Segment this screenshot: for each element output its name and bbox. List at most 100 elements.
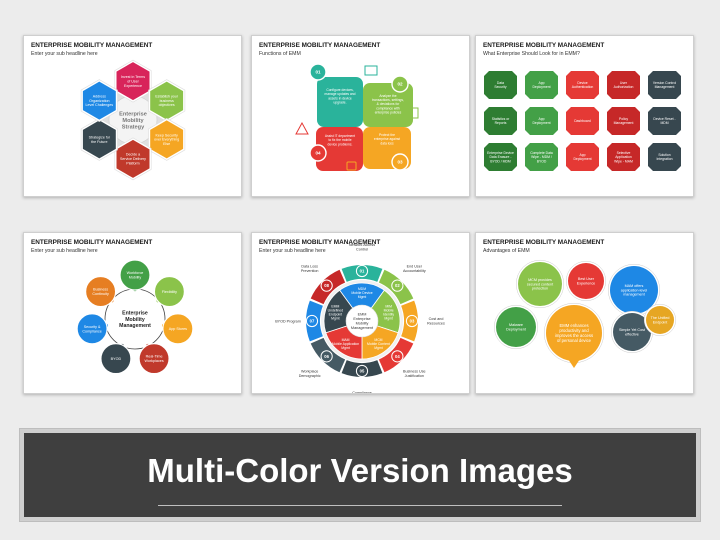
step-badge xyxy=(391,75,409,93)
feature-label: Device Reset -MDM xyxy=(653,117,675,125)
hexagon xyxy=(150,120,184,159)
topic-circle xyxy=(119,259,151,291)
topic-circle xyxy=(76,313,108,345)
function-block xyxy=(363,83,413,127)
slide-subtitle: Enter your sub headline here xyxy=(31,248,98,254)
slide-subtitle: Advantages of EMM xyxy=(483,248,530,254)
feature-tile xyxy=(484,107,517,135)
feature-tile xyxy=(566,143,599,171)
step-number: 08 xyxy=(324,283,329,288)
slide-subtitle: Functions of EMM xyxy=(259,51,301,57)
center-circle xyxy=(113,297,157,341)
banner-title: Multi-Color Version Images xyxy=(147,452,573,489)
step-number: 04 xyxy=(395,354,400,359)
bubble xyxy=(610,266,658,314)
thumbnail-emm-wheel[interactable]: ENTERPRISE MOBILITY MANAGEMENT Enter you… xyxy=(251,232,470,394)
feature-tile xyxy=(566,107,599,135)
hexagon xyxy=(116,139,150,178)
bubble-pointer xyxy=(568,359,580,368)
feature-tile xyxy=(607,71,640,99)
thumbnail-enterprise-mobility-management-circles[interactable]: ENTERPRISE MOBILITY MANAGEMENT Enter you… xyxy=(23,232,242,394)
slide-subtitle: What Enterprise Should Look for in EMM? xyxy=(483,51,580,57)
topic-circle xyxy=(84,275,117,308)
feature-label: Dashboard xyxy=(574,119,591,123)
thumbnail-enterprise-mobility-strategy[interactable]: ENTERPRISE MOBILITY MANAGEMENT Enter you… xyxy=(23,35,242,197)
step-badge xyxy=(309,63,327,81)
slide-title: ENTERPRISE MOBILITY MANAGEMENT xyxy=(483,239,605,246)
bubble xyxy=(496,307,536,347)
thumbnail-what-to-look-for[interactable]: ENTERPRISE MOBILITY MANAGEMENT What Ente… xyxy=(475,35,694,197)
step-badge xyxy=(309,144,327,162)
feature-tile xyxy=(607,143,640,171)
feature-tile xyxy=(607,107,640,135)
slide-title: ENTERPRISE MOBILITY MANAGEMENT xyxy=(31,42,153,49)
step-badge xyxy=(320,279,333,292)
function-block xyxy=(317,77,363,127)
feature-tile xyxy=(484,71,517,99)
step-badge xyxy=(355,364,369,378)
inner-segment xyxy=(339,282,385,322)
topic-label: App Stores xyxy=(169,327,187,331)
feature-tile xyxy=(648,143,681,171)
warning-icon xyxy=(295,121,309,135)
feature-tile xyxy=(525,143,558,171)
slide-title: ENTERPRISE MOBILITY MANAGEMENT xyxy=(31,239,153,246)
topic-circle xyxy=(162,313,194,345)
banner-underline xyxy=(158,505,562,506)
step-number: 05 xyxy=(360,368,365,373)
feature-tile xyxy=(525,107,558,135)
hexagon xyxy=(150,81,184,120)
step-number: 03 xyxy=(397,160,403,165)
topic-circle xyxy=(100,343,132,375)
device-icon xyxy=(407,107,419,119)
slide-title: ENTERPRISE MOBILITY MANAGEMENT xyxy=(259,239,381,246)
bubble xyxy=(646,306,674,334)
slide-subtitle: Enter your sub headline here xyxy=(31,51,98,57)
outer-label: BYOD Program xyxy=(275,319,301,323)
step-badge xyxy=(405,314,419,328)
step-number: 03 xyxy=(410,318,415,323)
thumbnail-advantages-of-emm[interactable]: ENTERPRISE MOBILITY MANAGEMENT Advantage… xyxy=(475,232,694,394)
banner: Multi-Color Version Images xyxy=(19,428,701,522)
hexagon xyxy=(82,120,116,159)
hexagon xyxy=(116,62,150,101)
step-badge xyxy=(391,279,404,292)
step-badge xyxy=(355,264,369,278)
step-badge xyxy=(320,350,333,363)
feature-tile xyxy=(484,143,517,171)
thumbnail-functions-of-emm[interactable]: ENTERPRISE MOBILITY MANAGEMENT Functions… xyxy=(251,35,470,197)
